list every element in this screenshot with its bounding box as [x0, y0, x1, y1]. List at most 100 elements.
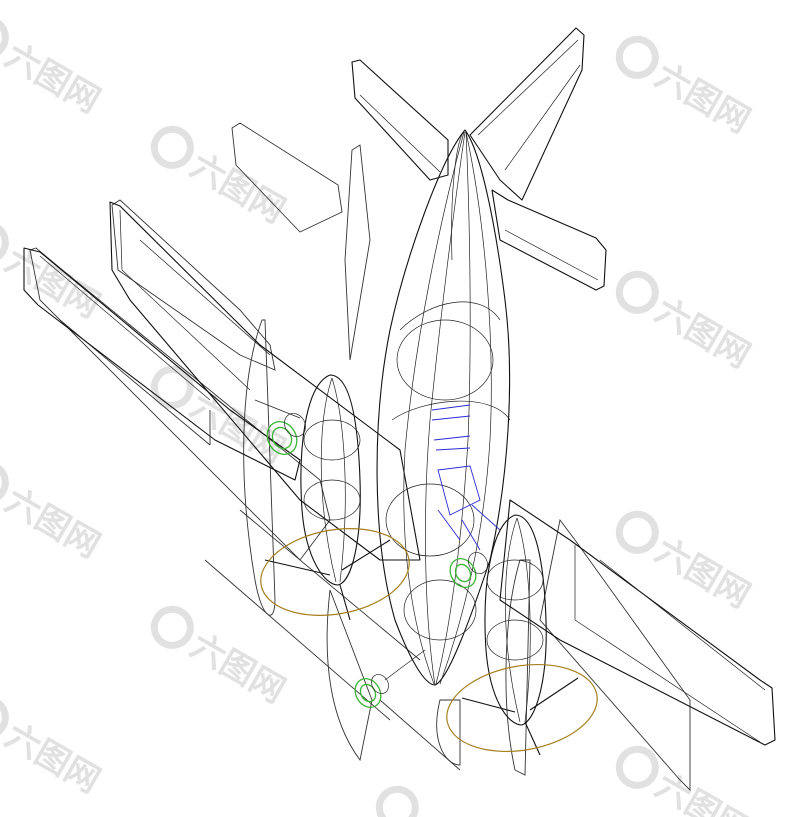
- lower-spinner-inner: [359, 683, 377, 703]
- watermark-11: 六图网: [615, 745, 756, 817]
- ghost-line-1: [204, 559, 391, 721]
- left-spinner-hub: [284, 413, 306, 437]
- lower-spinner-outer: [354, 678, 382, 708]
- watermark-7: 六图网: [0, 460, 106, 565]
- fuselage-section-3: [403, 579, 477, 641]
- watermark-1: 六图网: [0, 15, 106, 120]
- fuselage: [376, 129, 511, 686]
- fuselage-line-5: [451, 129, 466, 261]
- watermark-text: 六图网: [649, 766, 756, 817]
- window-line-4: [435, 447, 471, 451]
- ghost-left-tailplane: [231, 122, 343, 233]
- right-prop-blade-right: [529, 677, 579, 711]
- fuselage-line-3: [439, 131, 492, 685]
- left-spinner-line: [254, 399, 301, 419]
- left-prop-blade-right: [341, 539, 391, 571]
- fuselage-line-4: [403, 131, 465, 685]
- fuselage-frame-1: [399, 301, 501, 331]
- right-wing: [499, 499, 776, 746]
- left-engine: [260, 374, 410, 621]
- watermark-4: 六图网: [0, 220, 106, 325]
- cabin-windows: [431, 404, 501, 551]
- window-line-1: [431, 404, 471, 411]
- fuselage-line-2: [435, 131, 471, 685]
- ghost-outlines: [29, 122, 691, 792]
- left-outer-spar: [39, 255, 211, 401]
- ghost-nacelle-left: [243, 319, 276, 616]
- right-wing-spar: [599, 559, 766, 691]
- stab-left-hinge: [359, 94, 441, 173]
- center-spinner-outer: [449, 558, 477, 588]
- right-wing-flap-line: [574, 619, 761, 743]
- right-nacelle-ring-1: [486, 559, 544, 601]
- window-line-6: [461, 519, 481, 551]
- fuselage-section-2: [385, 483, 475, 557]
- watermark-text: 六图网: [649, 531, 756, 615]
- ghost-left-wing: [29, 247, 331, 561]
- left-prop-blade-down: [339, 584, 351, 621]
- left-spinner-outer: [266, 421, 298, 455]
- vertical-fin: [469, 27, 585, 201]
- watermark-text: 六图网: [0, 36, 106, 120]
- watermark-12: [375, 785, 419, 817]
- window-line-5: [437, 509, 461, 541]
- fuselage-outline: [376, 129, 511, 686]
- right-horizontal-stabilizer: [491, 189, 607, 291]
- watermark-text: 六图网: [184, 626, 291, 710]
- ghost-body-2: [436, 699, 461, 766]
- right-prop-blade-down: [524, 721, 541, 756]
- fuselage-line-1: [425, 131, 466, 686]
- ghost-right-wing: [539, 518, 691, 792]
- lower-spinner-shaft: [384, 649, 426, 681]
- watermark-8: 六图网: [615, 510, 756, 615]
- left-nacelle-ring-1: [303, 419, 361, 461]
- ghost-fin-left: [344, 144, 371, 361]
- center-spinner-hub: [468, 552, 488, 574]
- ghost-nacelle-right: [505, 559, 531, 776]
- right-nacelle-ring-2: [486, 619, 544, 661]
- left-horizontal-stabilizer: [351, 59, 449, 181]
- left-prop-blade-left: [264, 559, 331, 576]
- window-line-3: [433, 435, 471, 441]
- left-nacelle-outline: [300, 374, 361, 586]
- ghost-body: [326, 589, 373, 762]
- watermark-9: 六图网: [150, 605, 291, 710]
- door-outline: [437, 465, 481, 516]
- ghost-line-3: [379, 699, 461, 771]
- left-wing-spar: [139, 239, 271, 356]
- ghost-wingtip-left: [111, 199, 276, 371]
- right-nacelle-line-1: [505, 517, 521, 723]
- watermark-text: 六图网: [649, 56, 756, 140]
- center-spinner-inner: [454, 563, 472, 583]
- right-nacelle-line-2: [516, 517, 531, 723]
- fin-rudder-line: [477, 39, 579, 136]
- watermark-text: 六图网: [0, 481, 106, 565]
- left-nacelle-line-1: [320, 377, 337, 583]
- window-line-7: [471, 504, 501, 531]
- left-spinner: [254, 399, 306, 455]
- stab-right-hinge: [504, 229, 599, 281]
- left-wingtip-edge: [119, 209, 123, 271]
- fuselage-section-1: [396, 319, 494, 401]
- window-line-2: [431, 415, 471, 421]
- center-spinner: [449, 552, 488, 588]
- ghost-line-2: [239, 509, 421, 661]
- watermark-10: 六图网: [0, 695, 106, 800]
- watermark-text: 六图网: [0, 716, 106, 800]
- fin-rudder-line-2: [504, 64, 581, 171]
- watermark-5: 六图网: [615, 270, 756, 375]
- right-engine: [446, 514, 598, 756]
- left-spinner-inner: [271, 426, 293, 450]
- left-propeller-disc: [260, 528, 410, 616]
- watermark-2: 六图网: [615, 35, 756, 140]
- watermark-text: 六图网: [649, 291, 756, 375]
- watermark-3: 六图网: [150, 125, 291, 230]
- left-nacelle-ring-2: [303, 479, 361, 521]
- spinners: [254, 399, 488, 708]
- fuselage-frame-2: [391, 400, 511, 421]
- lower-spinner: [354, 649, 426, 708]
- watermark-text: 六图网: [184, 146, 291, 230]
- left-outer-wing: [23, 247, 301, 481]
- right-prop-blade-left: [461, 697, 516, 713]
